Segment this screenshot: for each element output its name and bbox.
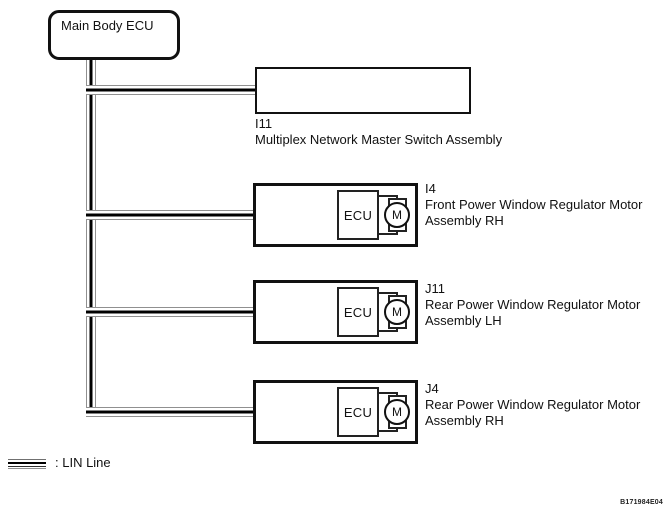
node-j11-label: J11 Rear Power Window Regulator Motor As… xyxy=(425,281,640,329)
node-i11-box xyxy=(255,67,471,114)
lin-line-branch-j11 xyxy=(86,307,253,317)
node-code: J4 xyxy=(425,381,439,396)
lin-line-branch-i4 xyxy=(86,210,253,220)
node-i11-label: I11 Multiplex Network Master Switch Asse… xyxy=(255,116,502,148)
drawing-code: B171984E04 xyxy=(620,499,663,506)
ecu-box: ECU xyxy=(337,287,379,337)
node-i4-label: I4 Front Power Window Regulator Motor As… xyxy=(425,181,642,229)
legend-label: : LIN Line xyxy=(55,455,111,470)
node-code: I4 xyxy=(425,181,436,196)
node-name: Assembly LH xyxy=(425,313,502,328)
lin-line-branch-j4 xyxy=(86,407,253,417)
ecu-box: ECU xyxy=(337,190,379,240)
node-name: Multiplex Network Master Switch Assembly xyxy=(255,132,503,147)
node-i4-box: ECU M xyxy=(253,183,418,247)
main-body-ecu-label: Main Body ECU xyxy=(61,18,154,33)
motor-icon: M xyxy=(384,399,410,425)
main-body-ecu-node: Main Body ECU xyxy=(48,10,180,60)
node-name: Rear Power Window Regulator Motor xyxy=(425,397,641,412)
node-j4-label: J4 Rear Power Window Regulator Motor Ass… xyxy=(425,381,640,429)
node-j11-box: ECU M xyxy=(253,280,418,344)
lin-line-branch-i11 xyxy=(86,85,255,95)
node-name: Front Power Window Regulator Motor xyxy=(425,197,643,212)
node-code: J11 xyxy=(425,281,445,296)
motor-icon: M xyxy=(384,299,410,325)
node-j4-box: ECU M xyxy=(253,380,418,444)
legend: : LIN Line xyxy=(8,455,111,470)
node-name: Assembly RH xyxy=(425,413,504,428)
node-name: Rear Power Window Regulator Motor xyxy=(425,297,641,312)
lin-line-symbol xyxy=(8,458,46,469)
node-code: I11 xyxy=(255,116,273,131)
lin-line-trunk xyxy=(86,60,96,417)
ecu-box: ECU xyxy=(337,387,379,437)
motor-icon: M xyxy=(384,202,410,228)
node-name: Assembly RH xyxy=(425,213,504,228)
